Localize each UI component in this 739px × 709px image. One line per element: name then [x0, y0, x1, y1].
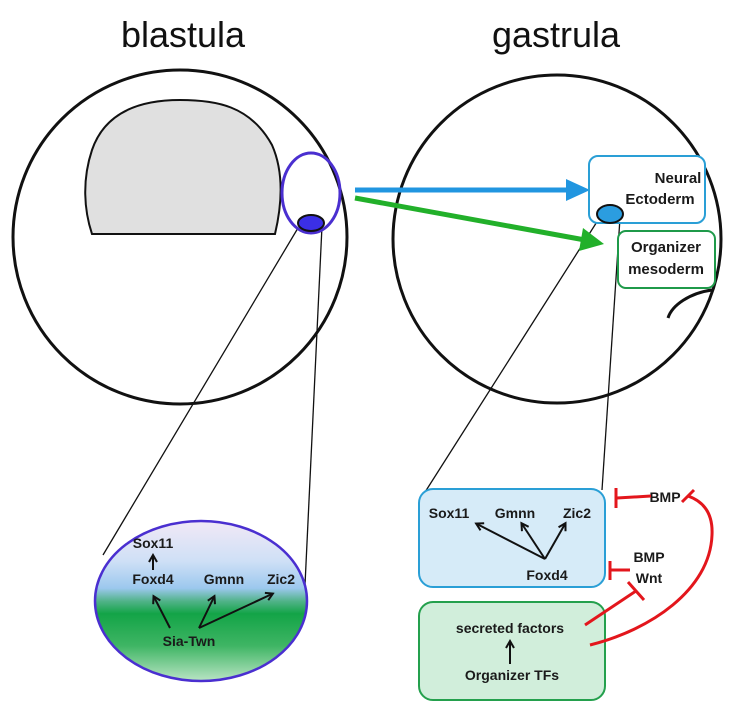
organizer-fate-arrow: [354, 195, 586, 243]
blastula-title: blastula: [121, 14, 246, 55]
gastrula-gene-foxd4: Foxd4: [526, 567, 567, 583]
gastrula-neural-cell-cluster: [596, 204, 624, 224]
inhibit-secreted-to-bmpwnt: [584, 589, 637, 627]
blastula-gene-zic2: Zic2: [267, 571, 295, 587]
blastula-target-region: [280, 151, 342, 235]
signal-wnt: Wnt: [636, 570, 663, 586]
gastrula-zoom-line-left: [419, 216, 601, 501]
organizer-mesoderm-label-line1: Organizer: [631, 239, 701, 256]
gastrula-gene-gmnn: Gmnn: [495, 505, 535, 521]
organizer-fate-arrowhead: [579, 228, 604, 251]
blastula-gene-sox11: Sox11: [133, 535, 174, 551]
organizer-mesoderm-label-line2: mesoderm: [628, 261, 704, 278]
blastula-inset-ellipse: [93, 519, 309, 683]
neural-ectoderm-label-line1: Neural: [655, 170, 702, 187]
secreted-factors-label: secreted factors: [456, 620, 564, 636]
organizer-tfs-label: Organizer TFs: [465, 667, 559, 683]
arrow-foxd4-to-sox11-gastrula: [477, 524, 546, 560]
organizer-mesoderm-box: [617, 230, 716, 289]
arrow-foxd4-to-zic2-gastrula: [544, 524, 565, 560]
neural-ectoderm-label-line2: Ectoderm: [625, 191, 694, 208]
signal-bmp-top: BMP: [649, 489, 680, 505]
inhibit-organizer-to-bmp-curve: [589, 494, 714, 647]
gastrula-neural-inset-box: [418, 488, 606, 588]
blastula-gene-gmnn: Gmnn: [204, 571, 244, 587]
blastopore-lip: [666, 288, 713, 319]
inhibit-bmp-to-neural: [616, 494, 652, 500]
blastula-embryo-outline: [11, 68, 349, 406]
arrow-siatwn-to-zic2: [198, 594, 272, 629]
gastrula-title: gastrula: [492, 14, 621, 55]
gastrula-organizer-inset-box: [418, 601, 606, 701]
neural-fate-arrowhead: [566, 179, 590, 201]
blastula-zoom-line-right: [304, 225, 323, 586]
blastula-cell-cluster: [297, 214, 325, 232]
arrow-siatwn-to-foxd4: [154, 597, 171, 629]
inhibit-bar-organizer-to-bmp: [680, 488, 696, 504]
arrow-siatwn-to-gmnn: [198, 597, 214, 629]
blastula-gene-foxd4: Foxd4: [132, 571, 173, 587]
signal-bmp-mid: BMP: [633, 549, 664, 565]
blastula-gene-sia-twn: Sia-Twn: [163, 633, 216, 649]
gastrula-gene-zic2: Zic2: [563, 505, 591, 521]
gastrula-embryo-outline: [391, 73, 723, 405]
gastrula-gene-sox11: Sox11: [429, 505, 470, 521]
arrow-foxd4-to-gmnn-gastrula: [522, 524, 546, 560]
blastula-zoom-line-left: [102, 227, 299, 556]
blastocoel-cavity: [84, 98, 282, 235]
inhibit-bar-secreted: [626, 581, 646, 601]
